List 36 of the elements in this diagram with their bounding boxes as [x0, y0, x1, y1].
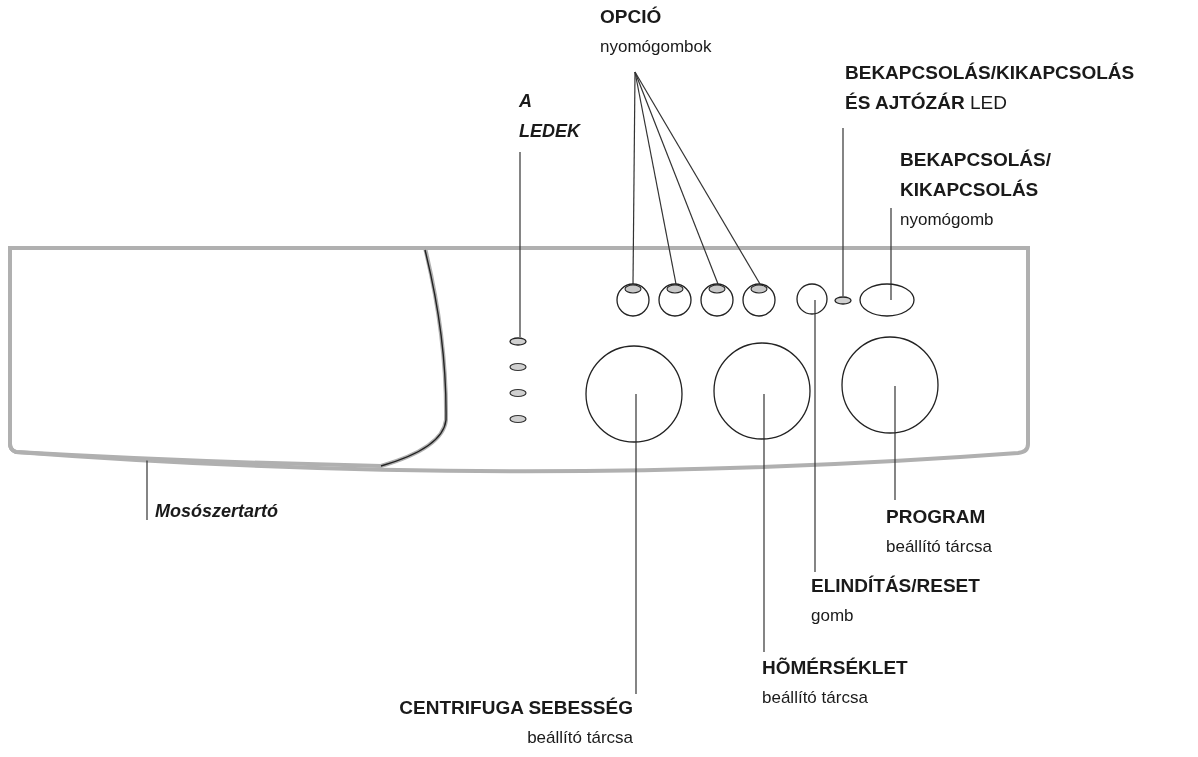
callout-label: PROGRAM	[886, 505, 987, 529]
option-button	[658, 283, 692, 317]
leader-line	[894, 385, 896, 501]
dial-knob	[585, 345, 683, 443]
callout-label: BEKAPCSOLÁS/ KIKAPCSOLÁS	[900, 148, 1052, 202]
callout-label: ELINDÍTÁS/RESET	[811, 574, 981, 598]
leader-line	[763, 393, 765, 653]
leader-line	[814, 299, 816, 573]
leader-line	[842, 127, 844, 297]
leader-line	[635, 393, 637, 695]
callout-label: A LEDEK	[519, 90, 582, 143]
start-button	[796, 283, 828, 315]
leader-line	[634, 71, 719, 285]
callout-label: HÕMÉRSÉKLET	[762, 656, 909, 680]
leader-line	[890, 207, 892, 301]
option-button	[616, 283, 650, 317]
leader-line	[519, 151, 521, 338]
leader-line	[632, 71, 636, 285]
callout-caption: nyomógomb	[900, 209, 995, 231]
option-button	[742, 283, 776, 317]
callout-caption: nyomógombok	[600, 36, 713, 58]
led-light	[509, 336, 527, 346]
option-button	[700, 283, 734, 317]
callout-caption: gomb	[811, 605, 855, 627]
dial-knob	[841, 336, 939, 434]
callout-label: CENTRIFUGA SEBESSÉG	[398, 696, 633, 720]
callout-caption: beállító tárcsa	[526, 727, 633, 749]
callout-label: BEKAPCSOLÁS/KIKAPCSOLÁS ÉS AJTÓZÁR LED	[845, 61, 1136, 115]
callout-label: OPCIÓ	[600, 5, 663, 29]
callout-caption: beállító tárcsa	[762, 687, 869, 709]
callout-label: Mosószertartó	[155, 500, 280, 523]
power-button	[859, 283, 915, 317]
dial-knob	[713, 342, 811, 440]
callout-caption: beállító tárcsa	[886, 536, 993, 558]
leader-line	[634, 71, 761, 285]
led-light	[834, 295, 852, 305]
